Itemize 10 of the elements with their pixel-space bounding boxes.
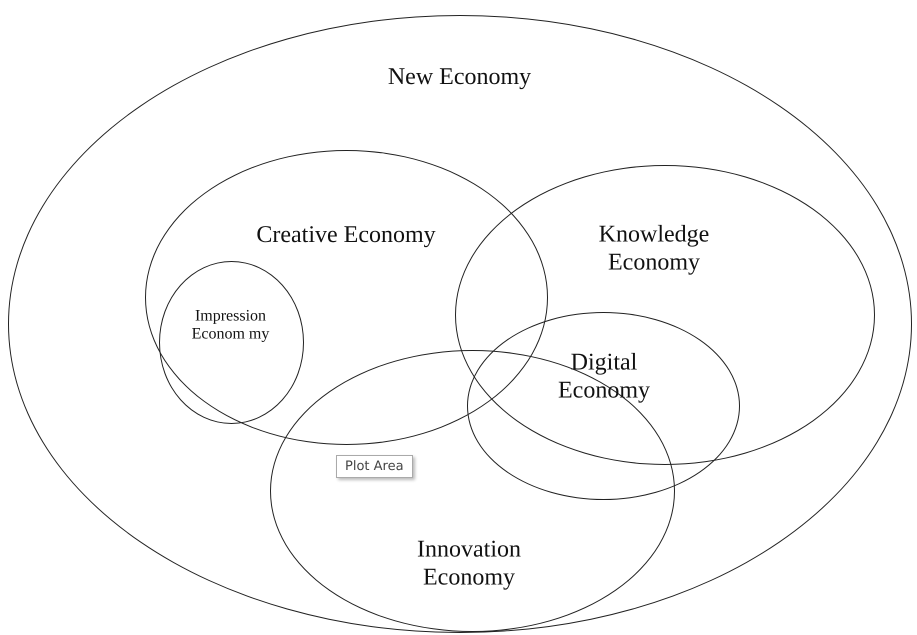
circle-label: Knowledge Economy bbox=[598, 221, 710, 277]
venn-circle bbox=[144, 150, 548, 444]
venn-circle bbox=[159, 261, 304, 424]
circle-label: Creative Economy bbox=[256, 222, 436, 250]
circle-label: Innovation Economy bbox=[416, 536, 522, 592]
tooltip: Plot Area bbox=[336, 455, 413, 478]
circle-label: New Economy bbox=[386, 64, 532, 92]
venn-circle bbox=[466, 312, 740, 500]
circle-label: Impression Econom my bbox=[190, 307, 270, 344]
venn-circle bbox=[454, 164, 874, 464]
